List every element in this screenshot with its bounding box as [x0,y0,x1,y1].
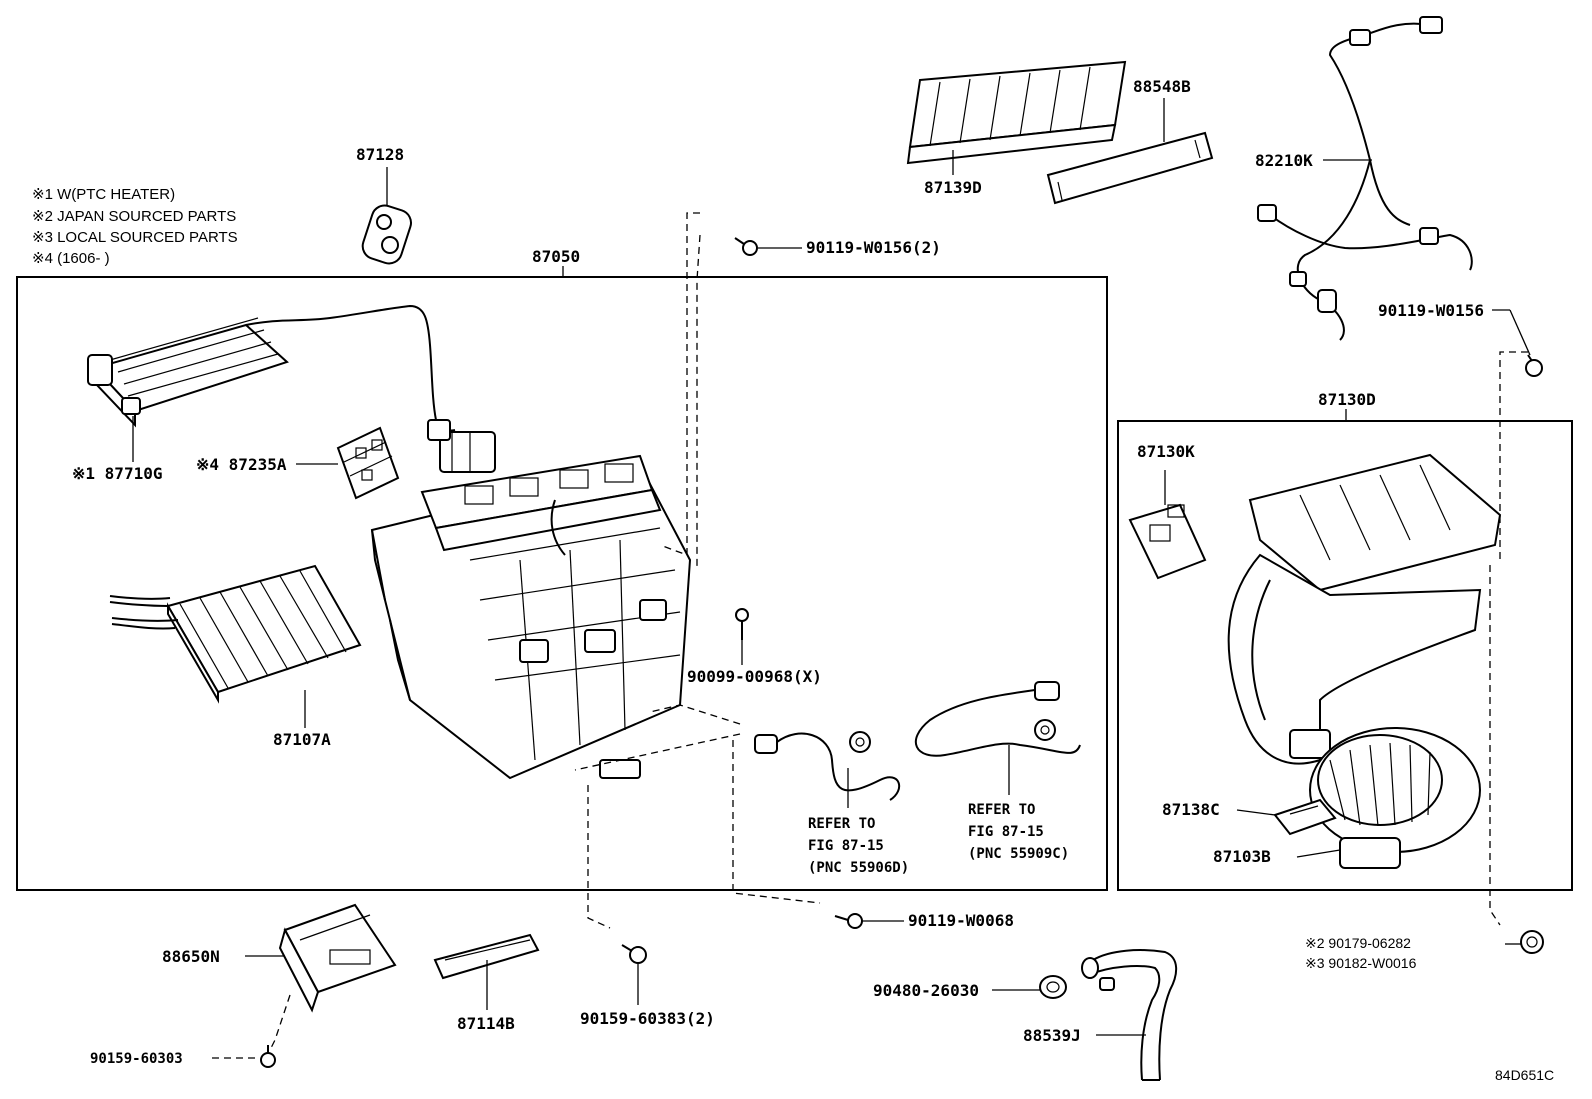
label-88548b: 88548B [1133,77,1191,96]
note-4: ※4 (1606- ) [32,250,110,267]
label-87107a: 87107A [273,730,331,749]
label-88539j: 88539J [1023,1026,1081,1045]
cover-87114b-drawing [433,933,540,980]
screw-90119-w0156-2 [734,237,758,256]
ref1-line2: FIG 87-15 [808,838,884,854]
ptc-heater-drawing [87,304,456,432]
harness-82210k-drawing [1257,16,1473,341]
blower-unit-frame [1117,420,1573,891]
label-87130k: 87130K [1137,442,1195,461]
label-87050: 87050 [532,247,580,266]
label-87139d: 87139D [924,178,982,197]
ref1-line1: REFER TO [808,816,875,832]
label-87138c: 87138C [1162,800,1220,819]
ref2-line3: (PNC 55909C) [968,846,1069,862]
heater-housing-drawing [370,454,692,780]
label-90179-06282: ※2 90179-06282 [1305,935,1411,951]
note-1: ※1 W(PTC HEATER) [32,186,175,203]
screw-90159-60303 [260,1045,276,1068]
diagram-code: 84D651C [1495,1067,1554,1083]
label-88650n: 88650N [162,947,220,966]
ref2-line2: FIG 87-15 [968,824,1044,840]
resistor-87138c-drawing [1273,798,1337,836]
ref-55906d: REFER TO FIG 87-15 (PNC 55906D) [808,816,909,876]
screw-90159-60383 [621,944,647,964]
note-3: ※3 LOCAL SOURCED PARTS [32,229,238,246]
blower-case-drawing [1227,453,1502,765]
label-90119-w0068: 90119-W0068 [908,911,1014,930]
grommet-87128-drawing [361,204,412,265]
hose-88539j-drawing [1081,949,1178,1081]
label-87130d: 87130D [1318,390,1376,409]
bracket-87235a-drawing [336,426,400,500]
label-90159-60383-2: 90159-60383(2) [580,1009,715,1028]
label-90480-26030: 90480-26030 [873,981,979,1000]
connector-drawing [427,419,496,473]
label-90159-60303: 90159-60303 [90,1051,183,1067]
filter-87139d-drawing [906,60,1127,165]
label-87128: 87128 [356,145,404,164]
clip-90099-00968 [735,608,749,640]
heater-unit-frame [16,276,1108,891]
screw-90119-w0068 [834,913,863,929]
sensor-55906d-drawing [754,731,901,801]
label-90119-w0156-2: 90119-W0156(2) [806,238,941,257]
ref2-line1: REFER TO [968,802,1035,818]
sensor-55909c-drawing [914,681,1081,757]
servo-87130k-drawing [1128,503,1207,580]
note-2: ※2 JAPAN SOURCED PARTS [32,208,236,225]
label-87114b: 87114B [457,1014,515,1033]
heater-core-drawing [109,564,362,704]
label-87235a: ※4 87235A [196,455,287,474]
ref-55909c: REFER TO FIG 87-15 (PNC 55909C) [968,802,1069,862]
module-88650n-drawing [278,903,397,1013]
label-87710g: ※1 87710G [72,464,162,483]
screw-90119-w0156 [1525,354,1543,377]
blower-fan-drawing [1309,727,1481,869]
ref1-line3: (PNC 55906D) [808,860,909,876]
label-90182-w0016: ※3 90182-W0016 [1305,955,1417,971]
nut-90179-90182 [1520,930,1544,954]
label-87103b: 87103B [1213,847,1271,866]
label-90099-00968: 90099-00968(X) [687,667,822,686]
grommet-90480-26030 [1039,975,1067,999]
label-82210k: 82210K [1255,151,1313,170]
notes-legend: ※1 W(PTC HEATER) ※2 JAPAN SOURCED PARTS … [32,186,238,267]
cover-88548b-drawing [1046,131,1214,205]
label-90119-w0156: 90119-W0156 [1378,301,1484,320]
